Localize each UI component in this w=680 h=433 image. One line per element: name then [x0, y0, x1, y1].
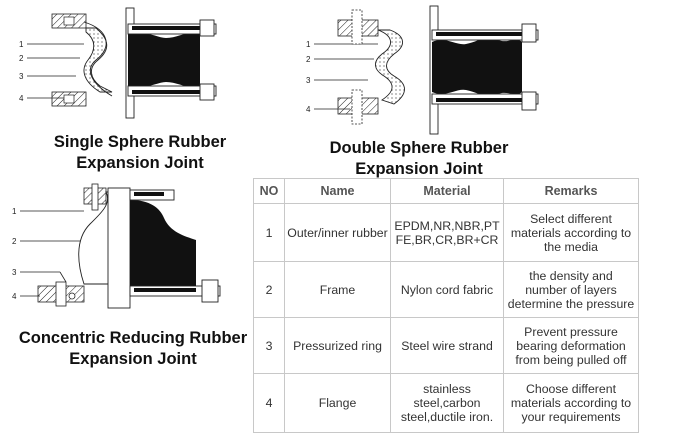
cell-line: your requirements [521, 410, 621, 424]
rubber-body-section [83, 27, 113, 93]
callout-label: 2 [306, 55, 311, 64]
cell-line: materials according to [510, 225, 632, 240]
cell-remarks: the density and number of layers determi… [503, 261, 639, 318]
single-sphere-caption: Single Sphere Rubber Expansion Joint [40, 132, 240, 174]
parts-table: NO Name Material Remarks 1 Outer/inner r… [253, 178, 639, 433]
cell-remarks: Select different materials according to … [503, 203, 639, 262]
caption-line: Expansion Joint [69, 350, 197, 368]
callout-label: 1 [12, 207, 17, 216]
callout-label: 2 [12, 237, 17, 246]
caption-line: Single Sphere Rubber [53, 133, 227, 151]
callout-label: 3 [12, 268, 17, 277]
table-row: 4 Flange stainless steel,carbon steel,du… [253, 373, 639, 433]
cell-line: the media [543, 239, 598, 254]
concentric-reducing-diagram: 1 2 3 4 [12, 183, 221, 309]
cell-line: materials according to [510, 396, 632, 410]
table-row: 3 Pressurized ring Steel wire strand Pre… [253, 317, 639, 374]
header-no: NO [253, 178, 285, 204]
cell-material: EPDM,NR,NBR,PT FE,BR,CR,BR+CR [390, 203, 504, 262]
caption-line: Expansion Joint [355, 160, 483, 178]
cell-line: FE,BR,CR,BR+CR [395, 232, 499, 247]
cell-remarks: Prevent pressure bearing deformation fro… [503, 317, 639, 374]
callout-label: 3 [306, 76, 311, 85]
cell-line: Nylon cord fabric [400, 282, 494, 297]
cell-material: Nylon cord fabric [390, 261, 504, 318]
table-header-row: NO Name Material Remarks [253, 178, 639, 204]
sphere-section [128, 32, 200, 88]
cell-name: Pressurized ring [284, 317, 391, 374]
callout-label: 4 [12, 292, 17, 301]
cell-line: Choose different [525, 382, 616, 396]
cell-name: Flange [284, 373, 391, 433]
cell-line: steel,ductile iron. [400, 410, 494, 424]
cell-line: Select different [530, 211, 612, 226]
header-material: Material [390, 178, 504, 204]
cell-name: Frame [284, 261, 391, 318]
cell-no: 4 [253, 373, 285, 433]
cell-line: determine the pressure [507, 296, 635, 311]
callout-label: 3 [19, 72, 24, 81]
cell-name: Outer/inner rubber [284, 203, 391, 262]
callout-leaders [27, 43, 84, 99]
cell-line: number of layers [525, 282, 617, 297]
cell-no: 2 [253, 261, 285, 318]
callout-label: 4 [19, 94, 24, 103]
double-sphere-caption: Double Sphere Rubber Expansion Joint [322, 138, 516, 180]
caption-line: Double Sphere Rubber [329, 139, 509, 157]
single-sphere-diagram: 1 2 3 4 [19, 7, 217, 119]
callout-label: 1 [306, 40, 311, 49]
cell-remarks: Choose different materials according to … [503, 373, 639, 433]
cell-line: from being pulled off [515, 352, 627, 367]
cell-no: 3 [253, 317, 285, 374]
caption-line: Concentric Reducing Rubber [18, 329, 248, 347]
cell-material: stainless steel,carbon steel,ductile iro… [390, 373, 504, 433]
cell-line: the density and [529, 268, 613, 283]
table-row: 1 Outer/inner rubber EPDM,NR,NBR,PT FE,B… [253, 203, 639, 262]
double-sphere-diagram: 1 2 3 4 [306, 5, 539, 135]
header-remarks: Remarks [503, 178, 639, 204]
cell-line: steel,carbon [413, 396, 481, 410]
cell-line: Steel wire strand [401, 338, 493, 353]
cell-line: EPDM,NR,NBR,PT [394, 218, 500, 233]
caption-line: Expansion Joint [76, 154, 204, 172]
header-name: Name [284, 178, 391, 204]
callout-label: 1 [19, 40, 24, 49]
cell-no: 1 [253, 203, 285, 262]
table-row: 2 Frame Nylon cord fabric the density an… [253, 261, 639, 318]
cell-line: bearing deformation [516, 338, 626, 353]
cell-material: Steel wire strand [390, 317, 504, 374]
cell-line: Prevent pressure [524, 324, 618, 339]
concentric-reducing-caption: Concentric Reducing Rubber Expansion Joi… [8, 328, 258, 370]
callout-label: 4 [306, 105, 311, 114]
callout-label: 2 [19, 54, 24, 63]
cell-line: stainless [423, 382, 471, 396]
